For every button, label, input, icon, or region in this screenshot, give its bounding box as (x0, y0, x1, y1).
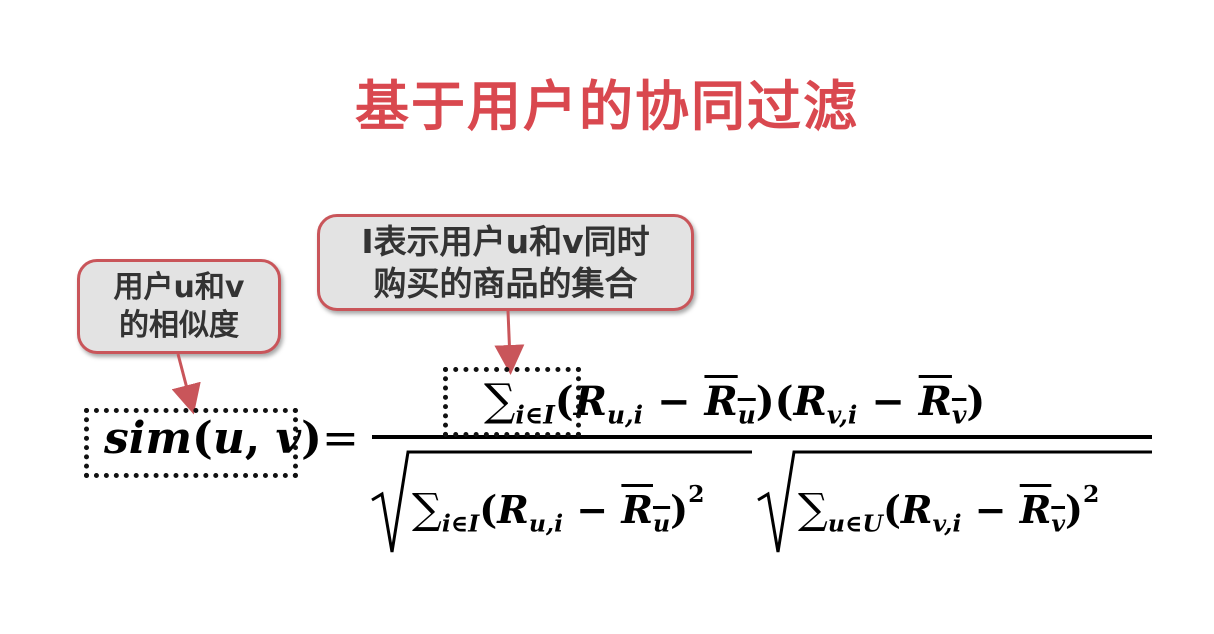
denominator-right: ∑u∈U(Rv,i − Rv)2 (798, 480, 1100, 538)
callout-similarity-arrow (171, 353, 201, 415)
callout-item-set-line2: 购买的商品的集合 (373, 263, 638, 303)
item-set-highlight-box (443, 367, 581, 437)
numerator: ∑i∈I(Ru,i − Ru)(Rv,i − Rv) (484, 375, 986, 430)
denominator-left: ∑i∈I(Ru,i − Ru)2 (412, 480, 705, 538)
callout-similarity-line1: 用户u和v (113, 270, 245, 305)
fraction-bar (372, 435, 1152, 439)
radical-right (757, 450, 1152, 553)
slide-title: 基于用户的协同过滤 (355, 75, 859, 138)
callout-similarity: 用户u和v 的相似度 (77, 259, 281, 354)
equals-sign: = (322, 413, 359, 464)
callout-similarity-line2: 的相似度 (119, 307, 239, 343)
radical-left (371, 450, 752, 553)
callout-item-set: I表示用户u和v同时 购买的商品的集合 (317, 214, 694, 311)
callout-item-set-arrow (494, 310, 525, 375)
callout-item-set-line1: I表示用户u和v同时 (361, 222, 650, 262)
similarity-highlight-box (84, 408, 298, 478)
